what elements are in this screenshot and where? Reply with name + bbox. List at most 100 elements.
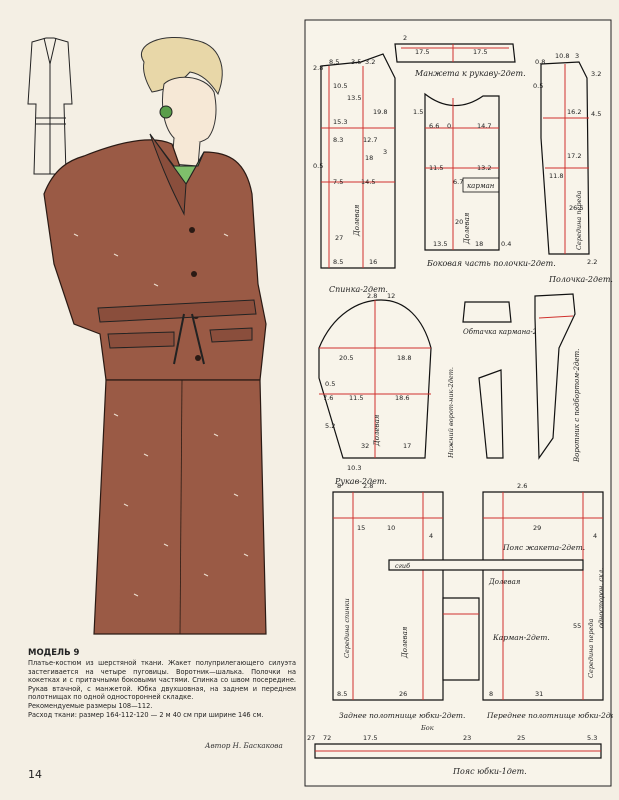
dimension-label: 5.3 xyxy=(587,734,597,742)
dimension-label: 11.8 xyxy=(549,172,563,180)
side-label: Боковая часть полочки-2дет. xyxy=(426,259,556,268)
dimension-label: 17 xyxy=(403,442,411,450)
back-piece: 2.8 8.5 3.5 3.2 10.5 13.5 19.8 15.3 8.3 … xyxy=(313,53,396,294)
dimension-label: 16.2 xyxy=(567,108,581,116)
side-front-piece: 1.5 6.6 0 14.7 11.5 13.2 6.7 20 13.5 18 … xyxy=(413,92,556,268)
dimension-label: 8 xyxy=(489,690,493,698)
dimension-label: 17.5 xyxy=(363,734,377,742)
dimension-label: 27 xyxy=(307,734,315,742)
fabric-consumption: Расход ткани: размер 164-112-120 — 2 м 4… xyxy=(28,710,264,719)
pocket-piece: Карман-2дет. xyxy=(442,597,550,681)
dimension-label: 10.3 xyxy=(347,464,361,472)
pattern-pieces: 17.5 17.5 2 Манжета к рукаву-2дет. 2.8 8… xyxy=(304,19,613,787)
front-center-label: Середина переда xyxy=(575,190,583,250)
jacket-belt-fold-label: сгиб xyxy=(395,562,410,570)
dimension-label: 3 xyxy=(383,148,387,156)
dimension-label: 14.7 xyxy=(477,122,491,130)
dimension-label: 3.2 xyxy=(365,58,375,66)
dimension-label: 31 xyxy=(535,690,543,698)
jacket-belt-grain-label: Долевая xyxy=(488,578,521,586)
dimension-label: 17.5 xyxy=(473,48,487,56)
dimension-label: 12 xyxy=(387,292,395,300)
model-title: МОДЕЛЬ 9 xyxy=(28,648,80,658)
description-text: Платье-костюм из шерстяной ткани. Жакет … xyxy=(28,659,296,702)
skirt-belt-piece: 27 72 17.5 23 25 5.3 Бок Пояс юбки-1дет. xyxy=(307,724,602,776)
dimension-label: 12.7 xyxy=(363,136,377,144)
dimension-label: 18 xyxy=(475,240,483,248)
dimension-label: 25 xyxy=(517,734,525,742)
lower-collar-label: Нижний ворот-ник-2дет. xyxy=(447,367,455,459)
front-skirt-label: Переднее полотнище юбки-2дет. xyxy=(486,711,613,720)
dimension-label: 27 xyxy=(335,234,343,242)
dimension-label: 55 xyxy=(573,622,581,630)
dimension-label: 0 xyxy=(447,122,451,130)
dimension-label: 6.7 xyxy=(453,178,463,186)
page-number: 14 xyxy=(28,768,42,781)
flat-sketch xyxy=(27,37,73,175)
back-skirt-grain-label: Долевая xyxy=(401,626,409,659)
dimension-label: 2 xyxy=(403,34,407,42)
sleeve-grain-label: Долевая xyxy=(373,414,381,447)
dimension-label: 0.5 xyxy=(313,162,323,170)
dimension-label: 1.5 xyxy=(413,108,423,116)
dimension-label: 2.2 xyxy=(587,258,597,266)
dimension-label: 2.8 xyxy=(363,482,373,490)
dimension-label: 10 xyxy=(387,524,395,532)
front-skirt-piece: 2.6 29 31 55 4 8 Середина переда односто… xyxy=(482,482,613,720)
dimension-label: 13.2 xyxy=(477,164,491,172)
side-grain-label: Долевая xyxy=(463,212,471,245)
front-label: Полочка-2дет. xyxy=(548,275,613,284)
dimension-label: 13.5 xyxy=(347,94,361,102)
dimension-label: 13.5 xyxy=(433,240,447,248)
jacket-belt-piece: сгиб Пояс жакета-2дет. Долевая xyxy=(388,543,585,586)
dimension-label: 11.5 xyxy=(429,164,443,172)
cuff-piece: 17.5 17.5 2 Манжета к рукаву-2дет. xyxy=(394,34,526,78)
collar-facing-label: Воротник с подбортом-2дет. xyxy=(573,349,581,463)
dimension-label: 11.5 xyxy=(349,394,363,402)
model-illustration xyxy=(27,36,267,635)
skirt-belt-side-label: Бок xyxy=(420,724,434,732)
side-pocket-label: карман xyxy=(467,182,495,190)
model-description: Платье-костюм из шерстяной ткани. Жакет … xyxy=(28,659,296,719)
fabric-flecks xyxy=(73,233,249,597)
front-piece: 0.8 10.8 3 3.2 0.5 16.2 4.5 17.2 11.8 26… xyxy=(533,52,613,284)
dimension-label: 72 xyxy=(323,734,331,742)
pocket-facing-piece: Обтачка кармана-2дет. xyxy=(462,301,555,336)
collar-facing-piece: Воротник с подбортом-2дет. xyxy=(534,293,581,463)
jacket-belt-label: Пояс жакета-2дет. xyxy=(502,543,585,552)
dimension-label: 2.6 xyxy=(517,482,527,490)
front-skirt-center-label: Середина переда xyxy=(587,618,595,678)
back-grain-label: Долевая xyxy=(353,204,361,237)
dimension-label: 0.5 xyxy=(325,380,335,388)
dimension-label: 0.5 xyxy=(533,82,543,90)
dimension-label: 16 xyxy=(369,258,377,266)
dimension-label: 20 xyxy=(455,218,463,226)
back-label: Спинка-2дет. xyxy=(329,285,388,294)
dimension-label: 15 xyxy=(357,524,365,532)
dimension-label: 17.5 xyxy=(415,48,429,56)
dimension-label: 20.5 xyxy=(339,354,353,362)
dimension-label: 2.8 xyxy=(367,292,377,300)
sleeve-label: Рукав-2дет. xyxy=(334,477,387,486)
dimension-label: 29 xyxy=(533,524,541,532)
pocket-label: Карман-2дет. xyxy=(492,633,550,642)
dimension-label: 18.8 xyxy=(397,354,411,362)
dimension-label: 14.5 xyxy=(361,178,375,186)
back-skirt-center-label: Середина спинки xyxy=(343,598,351,658)
dimension-label: 18 xyxy=(365,154,373,162)
dimension-label: 5.2 xyxy=(325,422,335,430)
back-skirt-label: Заднее полотнище юбки-2дет. xyxy=(339,711,465,720)
dimension-label: 15.3 xyxy=(333,118,347,126)
sleeve-piece: 2.8 12 20.5 18.8 0.5 7.6 11.5 18.6 5.2 3… xyxy=(318,292,432,486)
dimension-label: 8.5 xyxy=(337,690,347,698)
dimension-label: 23 xyxy=(463,734,471,742)
skirt-belt-label: Пояс юбки-1дет. xyxy=(452,767,527,776)
dimension-label: 8 xyxy=(337,482,341,490)
dimension-label: 8.5 xyxy=(333,258,343,266)
dimension-label: 4 xyxy=(429,532,433,540)
dimension-label: 4.5 xyxy=(591,110,601,118)
dimension-label: 19.8 xyxy=(373,108,387,116)
dimension-label: 8.3 xyxy=(333,136,343,144)
dimension-label: 7.6 xyxy=(323,394,333,402)
